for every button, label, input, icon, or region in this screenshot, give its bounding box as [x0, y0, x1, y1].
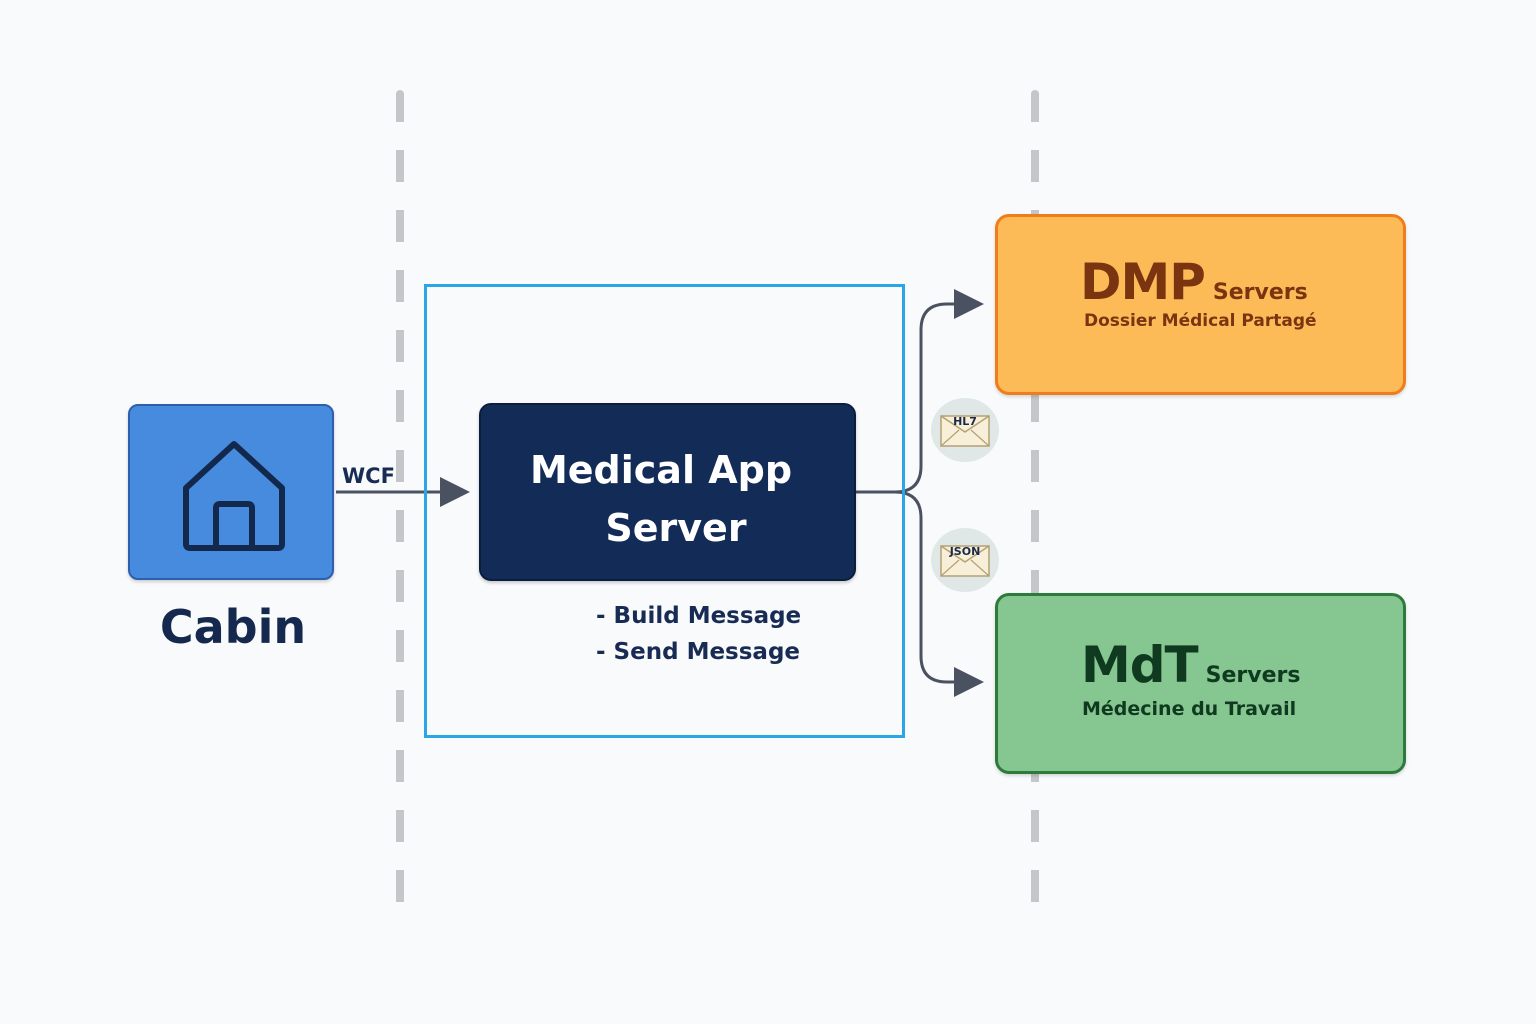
json-label: JSON	[949, 545, 981, 558]
wcf-protocol-label: WCF	[342, 464, 395, 488]
house-icon	[183, 441, 285, 551]
zone-divider-left	[396, 90, 404, 910]
app-server-zone	[424, 284, 905, 738]
mdt-suffix: Servers	[1205, 663, 1301, 688]
dmp-subtitle: Dossier Médical Partagé	[1084, 311, 1317, 331]
server-title-line2: Server	[605, 506, 747, 550]
envelope-icon	[940, 545, 990, 577]
task-build-message: - Build Message	[596, 603, 802, 629]
server-title: Medical App Server	[481, 441, 841, 557]
task-send-message: - Send Message	[596, 639, 801, 665]
zone-divider-right	[1031, 90, 1039, 910]
hl7-label: HL7	[953, 415, 977, 428]
cabin-label: Cabin	[159, 600, 307, 654]
envelope-icon	[940, 415, 990, 447]
server-task-list: - Build Message - Send Message	[596, 598, 801, 670]
mdt-subtitle: Médecine du Travail	[1082, 698, 1297, 720]
dmp-suffix: Servers	[1212, 280, 1308, 305]
mdt-name: MdT	[1081, 636, 1199, 694]
cabin-node	[128, 404, 334, 580]
dmp-name: DMP	[1080, 253, 1206, 311]
hl7-message-badge: HL7	[931, 398, 999, 462]
server-title-line1: Medical App	[529, 448, 793, 492]
json-message-badge: JSON	[931, 528, 999, 592]
medical-app-server-node: Medical App Server	[479, 403, 856, 581]
